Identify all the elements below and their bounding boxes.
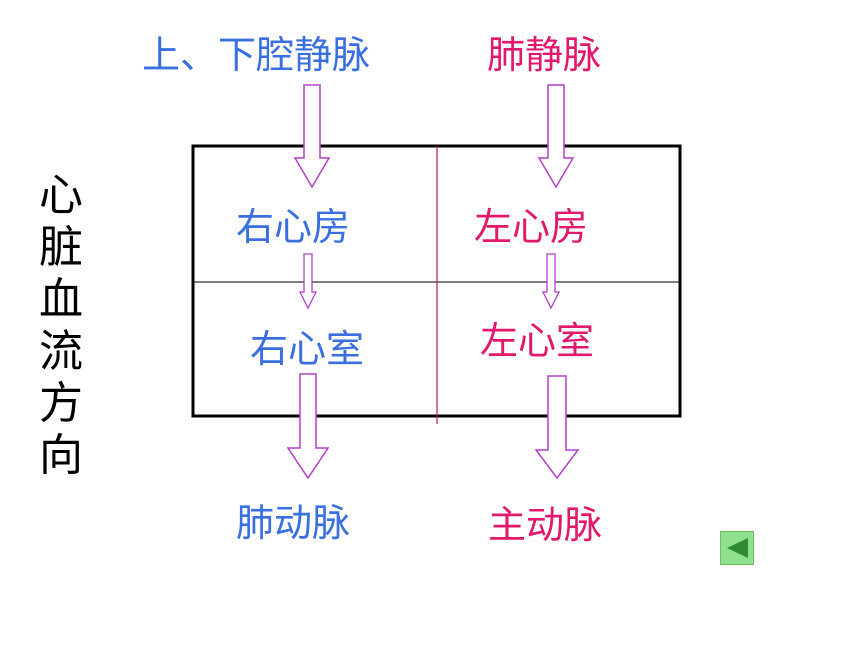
arrow-pulmonary-vein-to-left-atrium	[537, 84, 575, 189]
arrow-venae-cavae-to-right-atrium	[293, 84, 331, 189]
title-char: 向	[39, 430, 83, 481]
left-triangle-icon	[727, 538, 748, 558]
title-char: 心	[39, 170, 83, 221]
label-right-ventricle: 右心室	[250, 327, 365, 371]
arrow-right-ventricle-to-pulmonary-artery	[286, 373, 330, 480]
vertical-title: 心 脏 血 流 方 向	[36, 170, 86, 482]
label-pulmonary-artery: 肺动脉	[236, 501, 351, 545]
arrow-left-atrium-to-left-ventricle	[541, 253, 561, 310]
label-pulmonary-vein: 肺静脉	[487, 33, 602, 77]
title-char: 血	[39, 274, 83, 325]
title-char: 脏	[39, 222, 83, 273]
title-char: 方	[39, 378, 83, 429]
label-venae-cavae: 上、下腔静脉	[142, 33, 371, 77]
label-right-atrium: 右心房	[236, 205, 351, 249]
back-button[interactable]	[720, 531, 754, 565]
label-aorta: 主动脉	[488, 503, 603, 547]
label-left-atrium: 左心房	[474, 205, 589, 249]
label-left-ventricle: 左心室	[480, 319, 595, 363]
arrow-left-ventricle-to-aorta	[534, 375, 580, 480]
title-char: 流	[39, 326, 83, 377]
arrow-right-atrium-to-right-ventricle	[298, 253, 318, 310]
